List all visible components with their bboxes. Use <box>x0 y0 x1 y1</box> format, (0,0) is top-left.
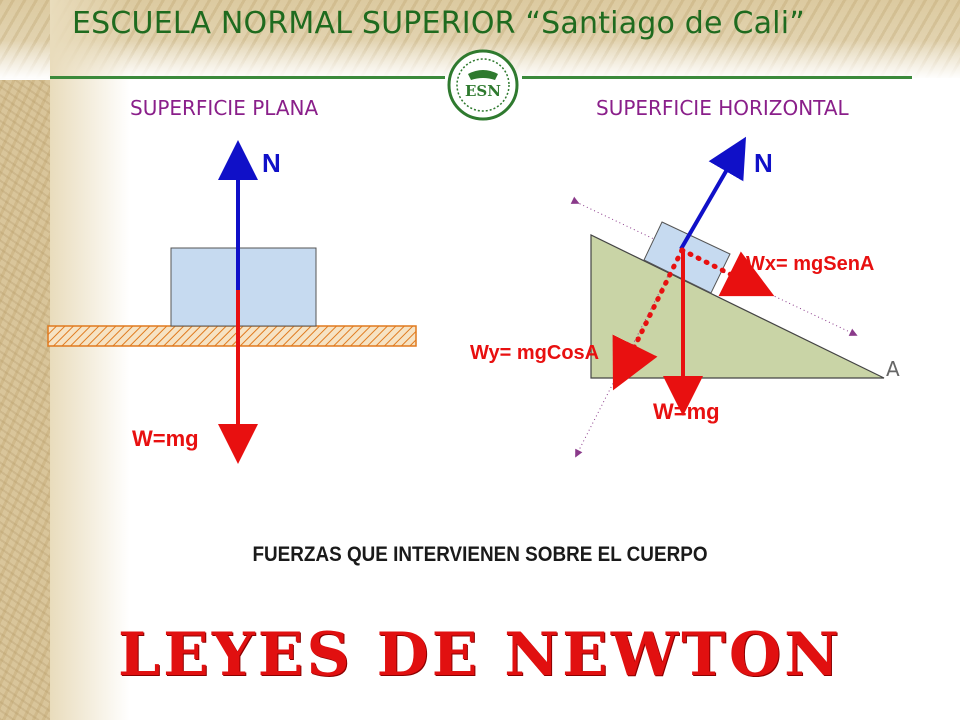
slide-title: LEYES DE NEWTON <box>117 620 843 690</box>
section-label-left: SUPERFICIE PLANA <box>130 96 319 120</box>
incline-axis-parallel <box>570 196 858 336</box>
weight-label-left: W=mg <box>132 426 199 451</box>
wx-component <box>679 247 775 297</box>
incline-axis-perpendicular <box>575 247 683 458</box>
angle-label: A <box>886 357 900 381</box>
ground-surface <box>47 325 417 347</box>
school-seal-icon: ESN <box>447 49 519 121</box>
logo-text: ESN <box>465 82 501 100</box>
normal-label-right: N <box>754 148 773 178</box>
normal-label-left: N <box>262 148 281 178</box>
block-right <box>643 221 731 294</box>
wy-label: Wy= mgCosA <box>470 342 599 364</box>
wx-label: Wx= mgSenA <box>746 253 874 275</box>
forces-subtitle: FUERZAS QUE INTERVIENEN SOBRE EL CUERPO <box>252 543 708 566</box>
weight-label-right: W=mg <box>653 399 720 424</box>
block-left <box>170 247 317 327</box>
section-label-right: SUPERFICIE HORIZONTAL <box>596 96 849 120</box>
wy-component <box>612 247 685 391</box>
normal-vector-right <box>679 136 747 251</box>
parchment-background <box>0 0 50 720</box>
parchment-fade <box>50 0 130 720</box>
school-title: ESCUELA NORMAL SUPERIOR “Santiago de Cal… <box>72 6 805 41</box>
header-divider-right <box>522 76 912 79</box>
header-divider-left <box>50 76 445 79</box>
